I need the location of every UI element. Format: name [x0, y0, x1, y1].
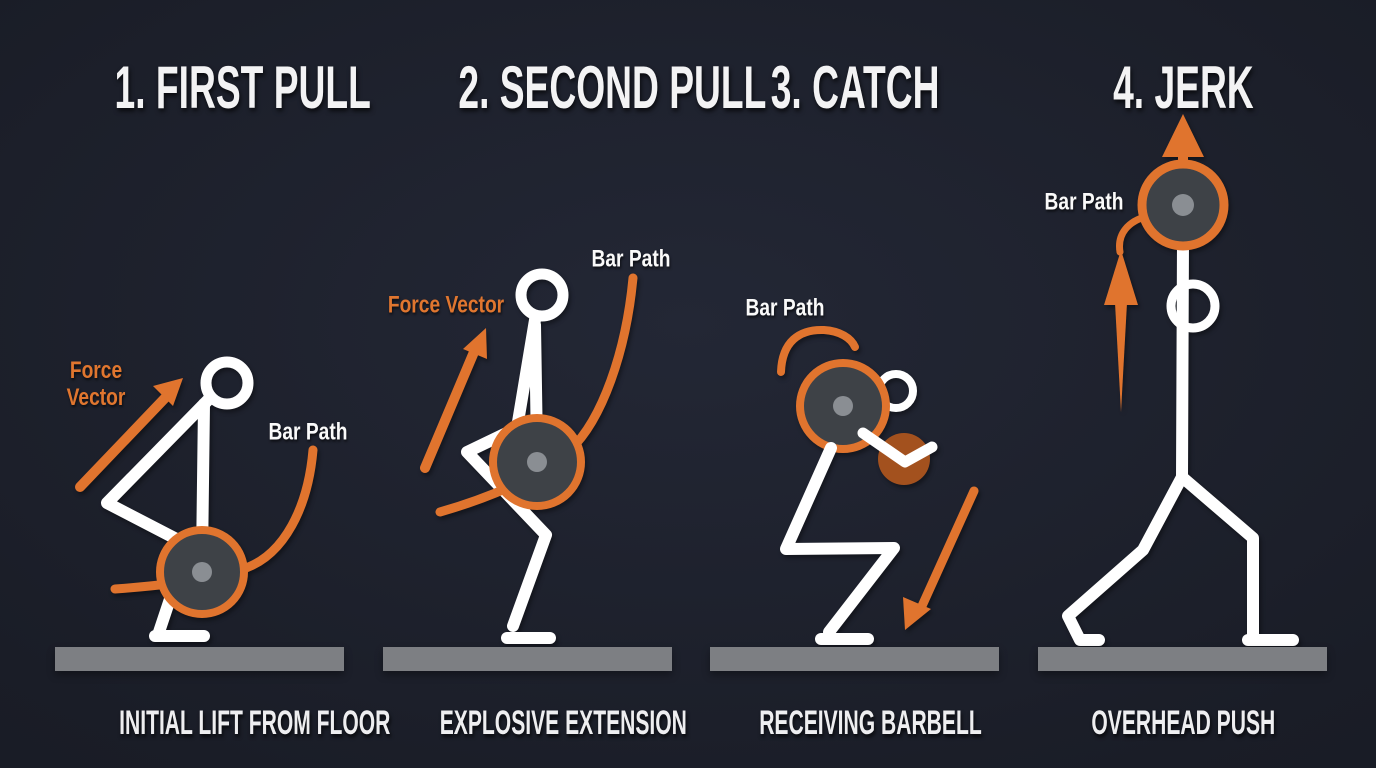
lifter-head	[200, 356, 254, 410]
panel-title-first-pull: 1. FIRST PULL	[36, 58, 371, 118]
force-vector-arrow	[420, 328, 487, 473]
plate-hub	[1172, 194, 1194, 216]
plate-hub	[833, 396, 853, 416]
force-arrow-head	[153, 378, 183, 406]
floor-platform	[1038, 647, 1327, 671]
floor-platform	[55, 647, 344, 671]
panel-caption-text: OVERHEAD PUSH	[1091, 704, 1275, 742]
floor-platform	[710, 647, 999, 671]
arm-line	[857, 427, 938, 468]
bar-path-curve	[777, 325, 859, 376]
drop-arrow-head	[903, 597, 931, 630]
panel-caption-catch: RECEIVING BARBELL	[691, 706, 1019, 740]
back-leg-line	[1176, 471, 1259, 642]
force-vector-label-line1: Force	[69, 357, 123, 385]
panel-caption-first-pull: INITIAL LIFT FROM FLOOR	[36, 706, 390, 740]
force-vector-arrow	[75, 378, 183, 492]
panel-title-catch: 3. CATCH	[691, 58, 1019, 118]
lifter-figure	[1062, 234, 1299, 646]
bar-path-label: Bar Path	[591, 245, 671, 273]
catch-figure	[777, 325, 979, 645]
force-vector-label-line2: Vector	[66, 384, 126, 411]
drive-arrow	[1104, 250, 1138, 412]
panel-title-text: 4. JERK	[1112, 54, 1254, 121]
drop-arrow-shaft	[917, 486, 979, 611]
panel-title-jerk: 4. JERK	[1019, 58, 1347, 118]
panel-caption-text: INITIAL LIFT FROM FLOOR	[119, 704, 391, 742]
panel-caption-text: RECEIVING BARBELL	[759, 704, 982, 742]
force-arrow-shaft	[75, 392, 171, 492]
lifter-head	[1166, 279, 1220, 333]
torso-leg-line	[461, 314, 552, 632]
lifter-figure	[780, 427, 938, 645]
jerk-figure	[1062, 114, 1299, 646]
plate-hub	[192, 562, 212, 582]
bar-path-label: Bar Path	[268, 418, 348, 446]
force-vector-label: Force Vector	[66, 357, 126, 412]
panel-caption-jerk: OVERHEAD PUSH	[1019, 706, 1347, 740]
panel-title-second-pull: 2. SECOND PULL	[364, 58, 766, 118]
lifter-head	[515, 268, 569, 322]
panel-catch: 3. CATCH Bar Path	[691, 0, 1019, 768]
torso-leg-line	[780, 442, 900, 638]
bar-path-label: Bar Path	[1044, 188, 1124, 216]
drive-arrow-shaft	[1115, 303, 1127, 412]
drop-arrow	[903, 486, 979, 630]
force-arrow-head	[463, 328, 487, 359]
panel-title-text: 1. FIRST PULL	[114, 54, 371, 121]
panel-second-pull: 2. SECOND PULL Force Vector Bar Path EXP…	[364, 0, 766, 768]
bar-path-label: Bar Path	[745, 294, 825, 322]
second-pull-figure	[420, 268, 638, 644]
floor-platform	[383, 647, 672, 671]
first-pull-figure	[75, 356, 318, 642]
force-vector-label: Force Vector	[387, 291, 505, 319]
plate-hub	[527, 452, 547, 472]
panel-title-text: 2. SECOND PULL	[458, 54, 767, 121]
panel-caption-text: EXPLOSIVE EXTENSION	[439, 704, 687, 742]
drive-arrow-head	[1104, 250, 1138, 305]
panel-title-text: 3. CATCH	[770, 54, 940, 121]
panel-first-pull: 1. FIRST PULL Force Vector	[36, 0, 390, 768]
arm-torso-line	[1176, 234, 1189, 483]
force-arrow-shaft	[420, 347, 479, 473]
panel-caption-second-pull: EXPLOSIVE EXTENSION	[364, 706, 692, 740]
up-arrow-head	[1162, 114, 1204, 157]
panel-jerk: 4. JERK	[1019, 0, 1347, 768]
front-leg-line	[1062, 471, 1188, 646]
